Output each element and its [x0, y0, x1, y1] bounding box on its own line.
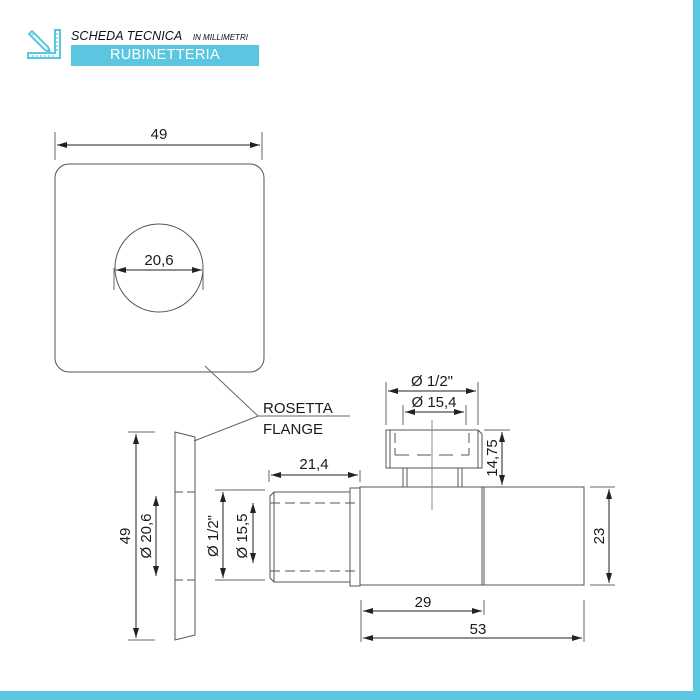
outlet-height-label: 14,75 [484, 439, 501, 477]
rosetta-width-label: 49 [151, 126, 168, 143]
inlet-length-label: 21,4 [299, 456, 328, 473]
outlet-thread-label: Ø 1/2" [411, 373, 453, 390]
category-banner: RUBINETTERIA [71, 45, 259, 66]
ruler-pencil-icon [27, 29, 61, 59]
total-length-label: 53 [470, 621, 487, 638]
flange-height-label: 49 [117, 528, 134, 545]
callout-label-flange: FLANGE [263, 421, 323, 438]
rosetta-hole-label: 20,6 [144, 252, 173, 269]
inlet-diameter-label: Ø 15,5 [234, 513, 251, 558]
frame-border-bottom [0, 691, 700, 700]
header: SCHEDA TECNICA IN MILLIMETRI RUBINETTERI… [26, 26, 266, 68]
rosetta-front-view [54, 132, 265, 373]
flange-inner-diameter-label: Ø 20,6 [138, 513, 155, 558]
inlet-thread-label: Ø 1/2" [205, 515, 222, 557]
title: SCHEDA TECNICA [71, 29, 183, 43]
body-dimensions [360, 486, 615, 642]
subtitle: IN MILLIMETRI [192, 33, 248, 42]
body-height-label: 23 [591, 528, 608, 545]
outlet-dimensions [385, 382, 510, 485]
frame-border-right [693, 0, 700, 700]
callout-leader [193, 365, 350, 442]
title-line: SCHEDA TECNICA IN MILLIMETRI [71, 27, 248, 45]
callout-label-rosetta: ROSETTA [263, 400, 333, 417]
body-length-label: 29 [415, 594, 432, 611]
valve-side-view [269, 420, 585, 587]
flange-side-view [128, 431, 196, 641]
inlet-dimensions [215, 470, 361, 581]
outlet-diameter-label: Ø 15,4 [411, 394, 456, 411]
